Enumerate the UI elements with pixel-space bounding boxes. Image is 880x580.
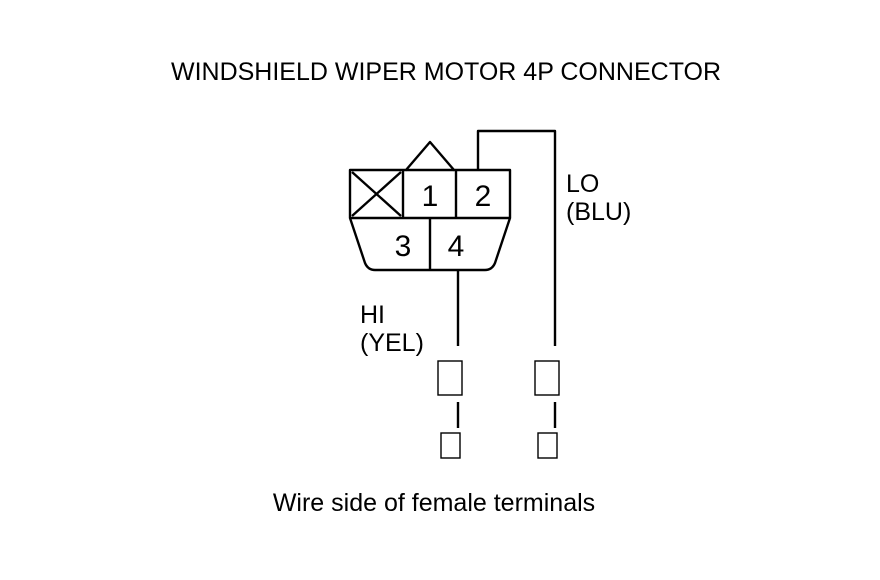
pin-1-label: 1 xyxy=(422,180,439,213)
connector-outline xyxy=(348,140,512,272)
lo-wire xyxy=(476,129,557,346)
lo-terminal-probe xyxy=(534,360,560,459)
hi-wire-color: (YEL) xyxy=(360,329,424,357)
lo-wire-name: LO xyxy=(566,170,599,198)
hi-probe-tip xyxy=(440,432,461,459)
pin-4-label: 4 xyxy=(448,230,465,263)
diagram-title: WINDSHIELD WIPER MOTOR 4P CONNECTOR xyxy=(171,58,721,86)
hi-terminal-probe xyxy=(437,360,463,459)
connector-housing xyxy=(348,140,512,272)
lo-wire-color: (BLU) xyxy=(566,198,631,226)
diagram-caption: Wire side of female terminals xyxy=(273,489,595,517)
blank-cavity-mark xyxy=(351,171,402,217)
hi-wire-name: HI xyxy=(360,301,385,329)
lo-female-terminal xyxy=(534,360,560,396)
pin-2-label: 2 xyxy=(475,180,492,213)
hi-female-terminal xyxy=(437,360,463,396)
lo-probe-tip xyxy=(537,432,558,459)
pin-3-label: 3 xyxy=(395,230,412,263)
